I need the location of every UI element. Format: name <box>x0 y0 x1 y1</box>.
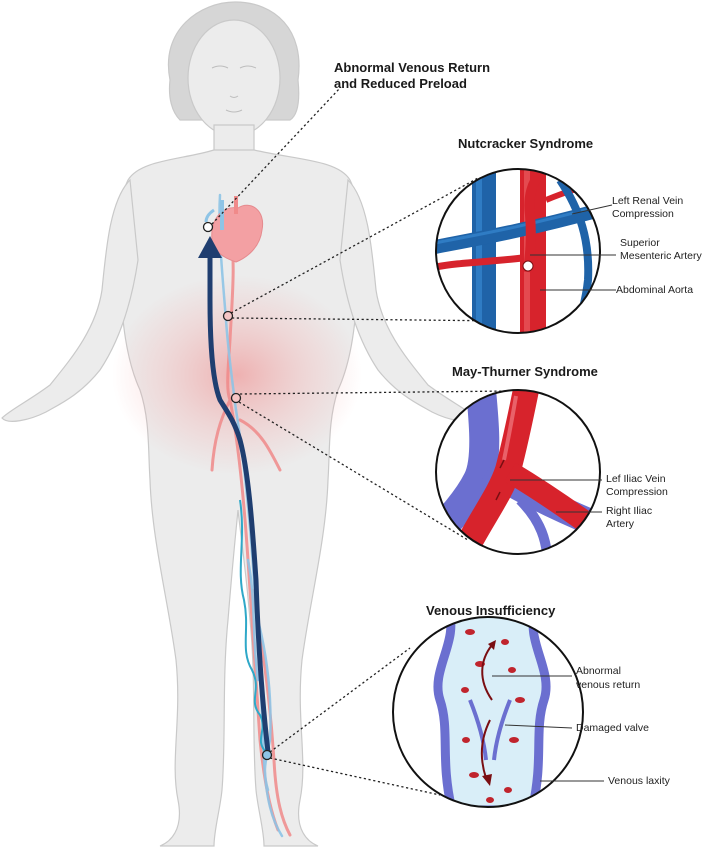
marker-iliac <box>230 392 242 404</box>
label-renal-line1: Left Renal Vein <box>612 195 683 207</box>
face-features <box>211 65 257 113</box>
marker-renal <box>222 310 234 322</box>
label-venous-return-line2: venous return <box>576 679 640 691</box>
neck-shape <box>213 124 255 153</box>
callout-connectors <box>211 87 511 796</box>
venous-insufficiency-inset <box>392 616 584 808</box>
lead-valve <box>504 724 573 729</box>
marker-leg <box>261 749 273 761</box>
heart-illustration <box>204 196 264 263</box>
marker-heart <box>202 221 214 233</box>
label-sma-line1: Superior <box>620 237 660 249</box>
pelvic-glow <box>112 275 362 475</box>
venous-insufficiency-title: Venous Insufficiency <box>426 603 556 618</box>
label-iliac-vein-line2: Compression <box>606 486 668 498</box>
head-shape <box>187 19 281 137</box>
label-iliac-vein-line1: Lef Iliac Vein <box>606 473 666 485</box>
label-iliac-artery-line1: Right Iliac <box>606 505 652 517</box>
label-valve: Damaged valve <box>576 722 649 734</box>
venous-return-arrow <box>198 236 271 755</box>
label-renal-line2: Compression <box>612 208 674 220</box>
varicose-vein <box>239 499 267 753</box>
label-iliac-artery-line2: Artery <box>606 518 635 530</box>
preload-title-line1: Abnormal Venous Return <box>334 60 490 75</box>
preload-title-line2: and Reduced Preload <box>334 76 467 91</box>
left-arm-shape <box>1 178 139 422</box>
lead-renal <box>571 204 613 215</box>
may-thurner-title: May-Thurner Syndrome <box>452 364 598 379</box>
nutcracker-title: Nutcracker Syndrome <box>458 136 593 151</box>
label-aorta: Abdominal Aorta <box>616 284 693 296</box>
label-laxity: Venous laxity <box>608 775 671 787</box>
label-sma-line2: Mesenteric Artery <box>620 250 702 262</box>
label-venous-return-line1: Abnormal <box>576 665 621 677</box>
